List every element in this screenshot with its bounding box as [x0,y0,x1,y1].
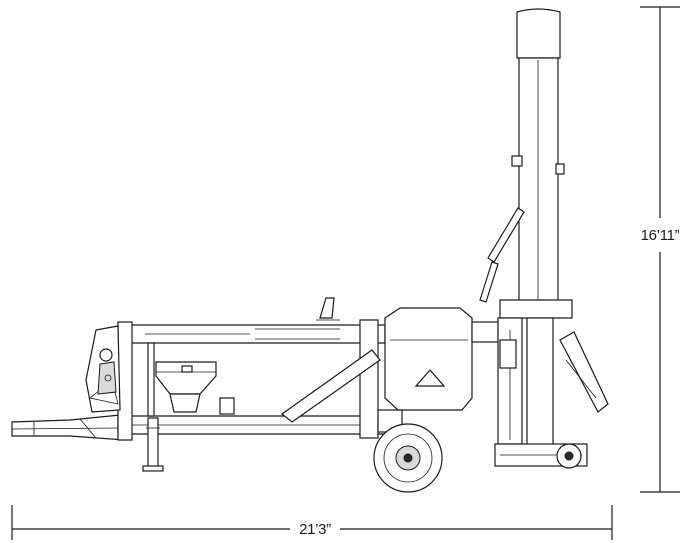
seat-post [316,297,340,321]
height-label: 16’11” [641,227,680,244]
hopper [155,361,235,415]
transport-wheel [373,409,443,493]
length-label: 21’3” [299,521,331,538]
length-dimension: 21’3” [11,505,613,540]
left-drive-assembly [85,325,121,413]
engine-housing [384,307,499,411]
vertical-auger [479,8,609,469]
warning-triangle-icon [414,369,446,387]
main-frame [117,319,386,441]
jack-stand [142,417,164,472]
height-dimension: 16’11” [640,6,680,493]
hitch-tongue [11,414,126,441]
